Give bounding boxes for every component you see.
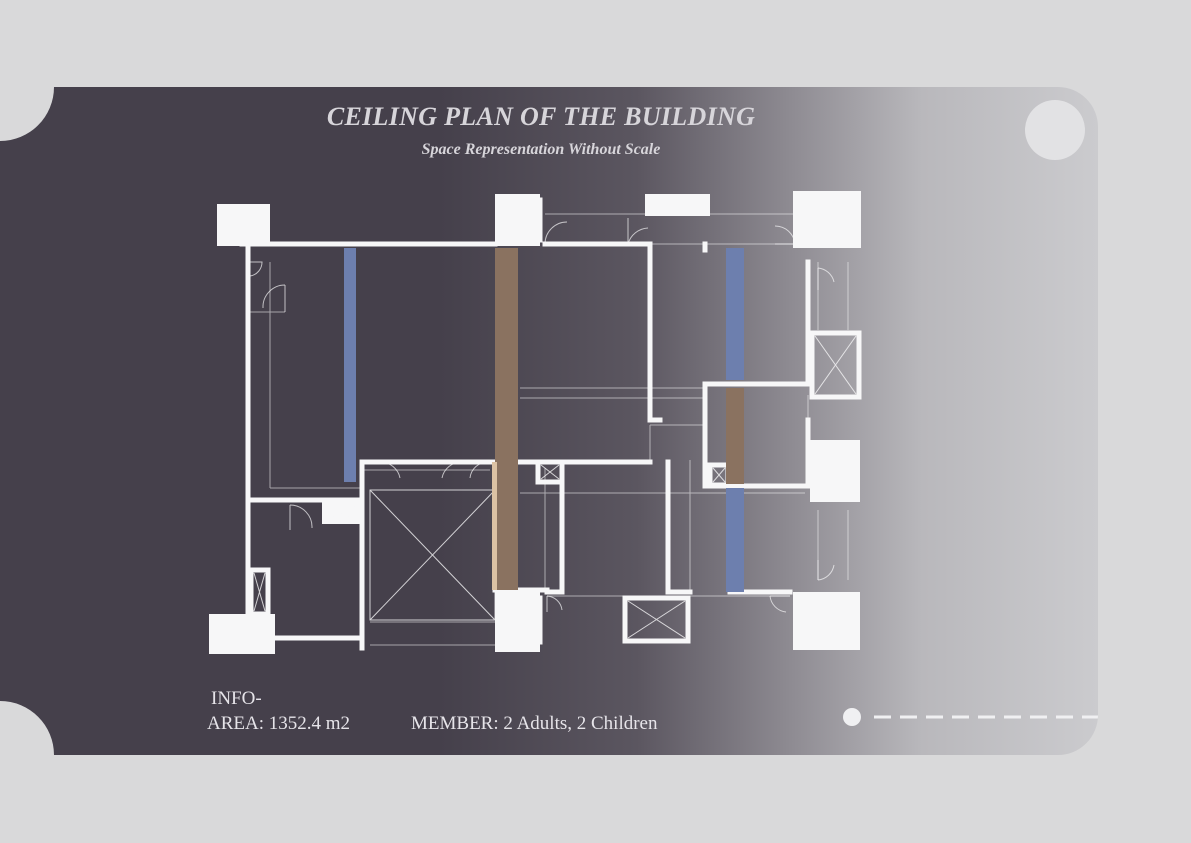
beam-blue-left	[344, 248, 356, 482]
plan-walls	[239, 241, 813, 651]
page-subtitle: Space Representation Without Scale	[421, 141, 661, 158]
page-dot-active	[843, 708, 861, 726]
beam-brown-right	[726, 388, 744, 484]
shaft-boxes	[248, 195, 862, 645]
info-label: INFO-	[211, 688, 262, 709]
beam-blue-right-bottom	[726, 488, 744, 592]
punch-hole	[1025, 100, 1085, 160]
ceiling-plan-drawing	[209, 191, 862, 654]
structural-columns	[209, 191, 861, 654]
beam-brown-center-edge	[492, 462, 497, 590]
plan-guide-lines	[250, 213, 849, 646]
page-title: CEILING PLAN OF THE BUILDING	[326, 102, 756, 131]
info-area: AREA: 1352.4 m2	[207, 713, 351, 734]
info-member: MEMBER: 2 Adults, 2 Children	[411, 713, 658, 734]
info-card: CEILING PLAN OF THE BUILDING Space Repre…	[0, 87, 1098, 755]
beam-blue-right-top	[726, 248, 744, 380]
page-indicator	[843, 708, 1098, 726]
door-swings	[249, 218, 835, 613]
beam-brown-center	[495, 248, 518, 590]
ceiling-beams	[344, 248, 744, 592]
